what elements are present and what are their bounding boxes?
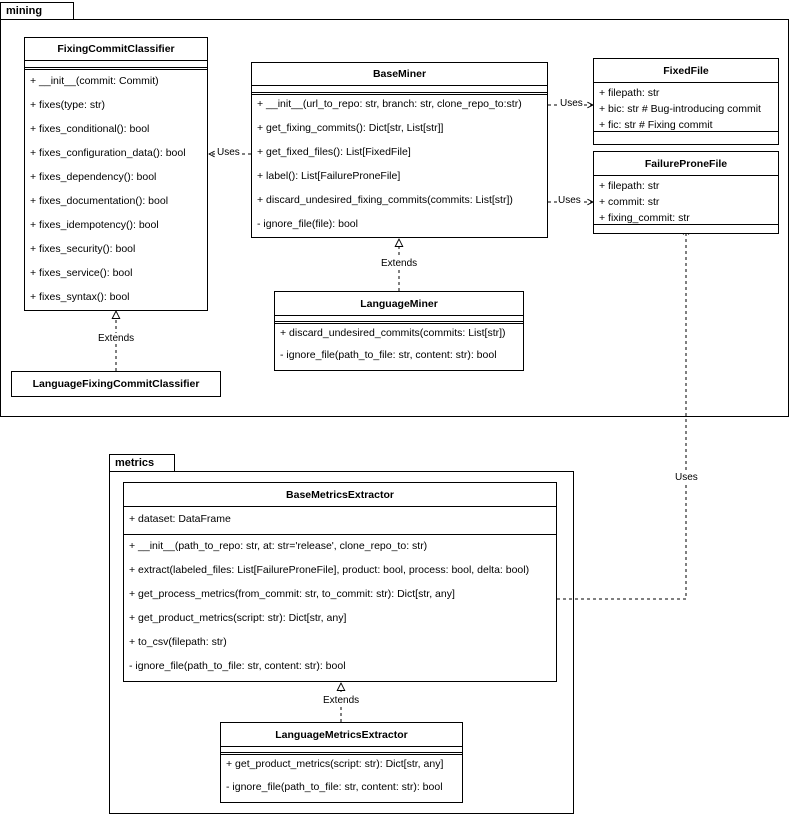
method: + __init__(commit: Commit) <box>30 75 159 87</box>
class-name: FixingCommitClassifier <box>57 43 175 55</box>
metrics-package-name: metrics <box>115 457 155 469</box>
class-name: LanguageMetricsExtractor <box>275 728 408 741</box>
methods-compartment: + __init__(path_to_repo: str, at: str='r… <box>124 535 556 684</box>
methods-compartment: + __init__(url_to_repo: str, branch: str… <box>252 95 547 242</box>
class-name: BaseMiner <box>372 68 427 80</box>
failure-prone-file-class[interactable]: FailureProneFile + filepath: str + commi… <box>593 151 779 234</box>
method: + get_process_metrics(from_commit: str, … <box>129 588 455 600</box>
method: + __init__(url_to_repo: str, branch: str… <box>257 98 522 110</box>
uses-failure-prone-file-label: Uses <box>557 195 582 206</box>
class-title: FixedFile <box>594 59 778 83</box>
method: + to_csv(filepath: str) <box>129 636 227 648</box>
method: + get_product_metrics(script: str): Dict… <box>129 612 347 624</box>
uses-classifier-label: Uses <box>216 147 241 158</box>
empty-attributes-compartment <box>221 747 462 755</box>
class-title: BaseMiner <box>252 63 547 86</box>
method: - ignore_file(file): bool <box>257 218 358 230</box>
class-title: LanguageMiner <box>275 292 523 316</box>
language-miner-class[interactable]: LanguageMiner + discard_undesired_commit… <box>274 291 524 371</box>
method: + fixes_dependency(): bool <box>30 171 157 183</box>
class-title: BaseMetricsExtractor <box>124 483 556 507</box>
method: + fixes_idempotency(): bool <box>30 219 159 231</box>
method: + get_fixing_commits(): Dict[str, List[s… <box>257 122 444 134</box>
class-name: FixedFile <box>663 64 709 77</box>
uses-fixed-file-label: Uses <box>559 98 584 109</box>
method: + fixes_conditional(): bool <box>30 123 150 135</box>
class-title: LanguageMetricsExtractor <box>221 723 462 747</box>
method: + __init__(path_to_repo: str, at: str='r… <box>129 540 428 552</box>
method: + label(): List[FailureProneFile] <box>257 170 401 182</box>
method: + discard_undesired_fixing_commits(commi… <box>257 194 513 206</box>
metrics-package-tab: metrics <box>109 454 175 472</box>
method: + fixes_configuration_data(): bool <box>30 147 186 159</box>
attribute: + fic: str # Fixing commit <box>599 119 713 131</box>
method: + extract(labeled_files: List[FailurePro… <box>129 564 530 576</box>
method: + fixes_security(): bool <box>30 243 136 255</box>
class-name: LanguageMiner <box>360 297 438 310</box>
method: + fixes_service(): bool <box>30 267 133 279</box>
method: + fixes(type: str) <box>30 99 105 111</box>
class-title: FixingCommitClassifier <box>25 38 207 61</box>
empty-attributes-compartment <box>252 86 547 95</box>
attribute: + bic: str # Bug-introducing commit <box>599 103 761 115</box>
attribute: + fixing_commit: str <box>599 212 690 224</box>
method: - ignore_file(path_to_file: str, content… <box>280 349 497 361</box>
attribute: + filepath: str <box>599 180 660 192</box>
method: + discard_undesired_commits(commits: Lis… <box>280 327 506 339</box>
class-title: LanguageFixingCommitClassifier <box>12 372 220 396</box>
class-name: BaseMetricsExtractor <box>286 488 394 501</box>
methods-compartment: + get_product_metrics(script: str): Dict… <box>221 755 462 804</box>
extends-metrics-label: Extends <box>322 695 361 706</box>
attributes-compartment: + filepath: str + commit: str + fixing_c… <box>594 176 778 225</box>
mining-package-name: mining <box>6 5 43 17</box>
fixed-file-class[interactable]: FixedFile + filepath: str + bic: str # B… <box>593 58 779 145</box>
base-metrics-extractor-class[interactable]: BaseMetricsExtractor + dataset: DataFram… <box>123 482 557 682</box>
method: + fixes_syntax(): bool <box>30 291 130 303</box>
class-title: FailureProneFile <box>594 152 778 176</box>
method: + get_fixed_files(): List[FixedFile] <box>257 146 411 158</box>
empty-attributes-compartment <box>25 61 207 70</box>
extends-classifier-label: Extends <box>97 333 136 344</box>
class-name: LanguageFixingCommitClassifier <box>32 378 200 390</box>
method: + get_product_metrics(script: str): Dict… <box>226 758 444 770</box>
base-miner-class[interactable]: BaseMiner + __init__(url_to_repo: str, b… <box>251 62 548 238</box>
attribute: + commit: str <box>599 196 660 208</box>
extends-miner-label: Extends <box>380 258 419 269</box>
class-name: FailureProneFile <box>644 157 728 170</box>
attributes-compartment: + filepath: str + bic: str # Bug-introdu… <box>594 83 778 132</box>
methods-compartment: + discard_undesired_commits(commits: Lis… <box>275 324 523 371</box>
language-fixing-commit-classifier-class[interactable]: LanguageFixingCommitClassifier <box>11 371 221 397</box>
attribute: + filepath: str <box>599 87 660 99</box>
uses-metrics-edge <box>557 229 686 600</box>
language-metrics-extractor-class[interactable]: LanguageMetricsExtractor + get_product_m… <box>220 722 463 803</box>
method: - ignore_file(path_to_file: str, content… <box>226 781 443 793</box>
method: - ignore_file(path_to_file: str, content… <box>129 660 346 672</box>
empty-attributes-compartment <box>275 316 523 324</box>
fixing-commit-classifier-class[interactable]: FixingCommitClassifier + __init__(commit… <box>24 37 208 311</box>
attributes-compartment: + dataset: DataFrame <box>124 507 556 535</box>
methods-compartment: + __init__(commit: Commit) + fixes(type:… <box>25 70 207 315</box>
method: + fixes_documentation(): bool <box>30 195 169 207</box>
attribute: + dataset: DataFrame <box>129 513 231 525</box>
uses-metrics-label: Uses <box>674 472 699 483</box>
